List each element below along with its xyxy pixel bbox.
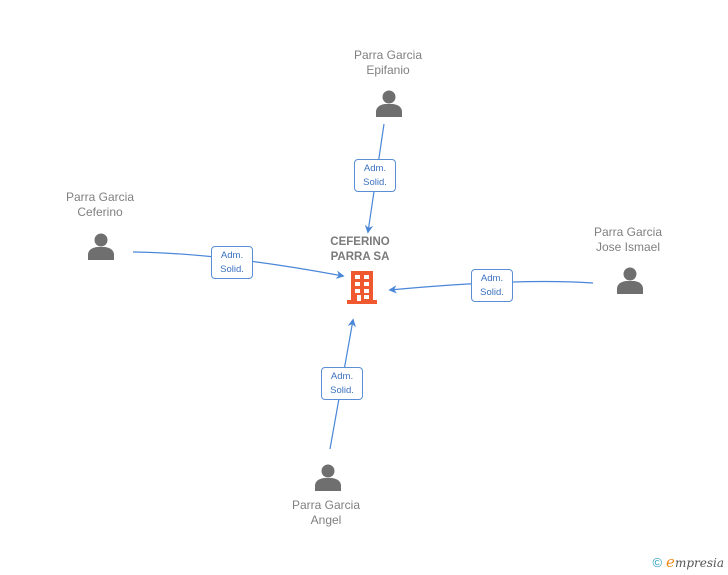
person-label-angel[interactable]: Parra Garcia Angel bbox=[256, 498, 396, 528]
building-icon[interactable] bbox=[346, 271, 378, 310]
person-label-epifanio[interactable]: Parra Garcia Epifanio bbox=[318, 48, 458, 78]
company-name[interactable]: CEFERINO PARRA SA bbox=[300, 235, 420, 265]
person-surname: Parra Garcia bbox=[65, 190, 135, 204]
company-name-line2: PARRA SA bbox=[330, 251, 390, 263]
role-line1: Adm. bbox=[480, 273, 504, 284]
role-line2: Solid. bbox=[330, 385, 354, 396]
edge-role-epifanio[interactable]: Adm. Solid. bbox=[354, 159, 396, 192]
edge-role-jose-ismael[interactable]: Adm. Solid. bbox=[471, 269, 513, 302]
role-line2: Solid. bbox=[363, 177, 387, 188]
role-line1: Adm. bbox=[220, 250, 244, 261]
person-icon[interactable] bbox=[616, 266, 644, 299]
person-given-name: Angel bbox=[310, 513, 342, 527]
edge-role-angel[interactable]: Adm. Solid. bbox=[321, 367, 363, 400]
copyright-icon: © bbox=[652, 554, 663, 570]
company-name-line1: CEFERINO bbox=[330, 236, 390, 248]
person-surname: Parra Garcia bbox=[291, 498, 361, 512]
empresia-watermark[interactable]: © empresia bbox=[652, 553, 724, 571]
role-line1: Adm. bbox=[330, 371, 354, 382]
edge-role-ceferino[interactable]: Adm. Solid. bbox=[211, 246, 253, 279]
role-line2: Solid. bbox=[480, 287, 504, 298]
person-icon[interactable] bbox=[314, 463, 342, 496]
brand-rest: mpresia bbox=[674, 556, 724, 570]
person-given-name: Epifanio bbox=[366, 63, 410, 77]
role-line2: Solid. bbox=[220, 264, 244, 275]
person-given-name: Ceferino bbox=[77, 205, 123, 219]
empresia-logo: empresia bbox=[666, 553, 724, 571]
person-icon[interactable] bbox=[375, 89, 403, 122]
role-line1: Adm. bbox=[363, 163, 387, 174]
person-label-ceferino[interactable]: Parra Garcia Ceferino bbox=[30, 190, 170, 220]
person-icon[interactable] bbox=[87, 232, 115, 265]
person-given-name: Jose Ismael bbox=[595, 240, 661, 254]
person-label-jose-ismael[interactable]: Parra Garcia Jose Ismael bbox=[558, 225, 698, 255]
person-surname: Parra Garcia bbox=[353, 48, 423, 62]
brand-initial: e bbox=[666, 553, 675, 571]
person-surname: Parra Garcia bbox=[593, 225, 663, 239]
